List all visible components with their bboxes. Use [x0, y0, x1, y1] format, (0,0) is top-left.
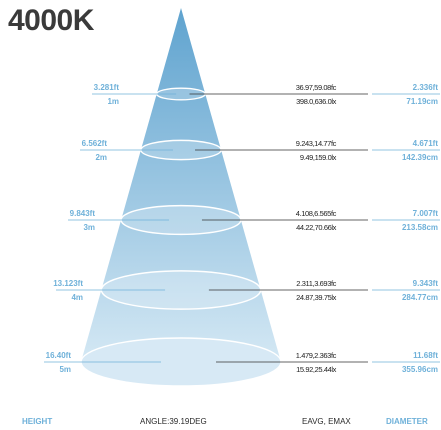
height-ft-label: 3.281ft — [93, 83, 119, 92]
footer-height: HEIGHT — [22, 417, 53, 426]
diameter-cm-label: 71.19cm — [406, 97, 438, 106]
height-m-label: 2m — [95, 153, 107, 162]
illuminance-lx-label: 15.92,25.44lx — [296, 365, 336, 374]
page-title: 4000K — [8, 4, 94, 37]
diameter-ft-label: 11.68ft — [413, 351, 438, 360]
illuminance-fc-label: 1.479,2.363fc — [295, 351, 337, 360]
illuminance-lx-label: 24.87,39.75lx — [296, 293, 336, 302]
height-ft-label: 16.40ft — [45, 351, 71, 360]
illuminance-lx-label: 9.49,159.0lx — [299, 153, 336, 162]
diameter-cm-label: 213.58cm — [401, 223, 438, 232]
diameter-cm-label: 284.77cm — [401, 293, 438, 302]
illuminance-fc-label: 36.97,59.08fc — [295, 83, 337, 92]
diameter-ft-label: 7.007ft — [412, 209, 438, 218]
height-ft-label: 13.123ft — [53, 279, 83, 288]
illuminance-lx-label: 44.22,70.66lx — [296, 223, 336, 232]
footer-diameter: DIAMETER — [386, 417, 428, 426]
illuminance-fc-label: 9.243,14.77fc — [295, 139, 337, 148]
diameter-ft-label: 2.336ft — [412, 83, 438, 92]
footer-eavg: EAVG, EMAX — [302, 417, 351, 426]
illuminance-fc-label: 2.311,3.693fc — [296, 279, 336, 288]
footer-angle: ANGLE:39.19DEG — [140, 417, 207, 426]
height-m-label: 3m — [83, 223, 95, 232]
height-ft-label: 6.562ft — [81, 139, 107, 148]
illuminance-fc-label: 4.108,6.565fc — [295, 209, 337, 218]
diameter-ft-label: 4.671ft — [412, 139, 438, 148]
diameter-cm-label: 142.39cm — [401, 153, 438, 162]
cone-shape — [81, 8, 281, 362]
cone-base — [81, 338, 281, 386]
illuminance-lx-label: 398.0,636.0lx — [296, 97, 336, 106]
height-m-label: 5m — [59, 365, 71, 374]
height-m-label: 1m — [107, 97, 119, 106]
height-ft-label: 9.843ft — [69, 209, 95, 218]
height-m-label: 4m — [71, 293, 83, 302]
diameter-ft-label: 9.343ft — [412, 279, 438, 288]
diameter-cm-label: 355.96cm — [401, 365, 438, 374]
